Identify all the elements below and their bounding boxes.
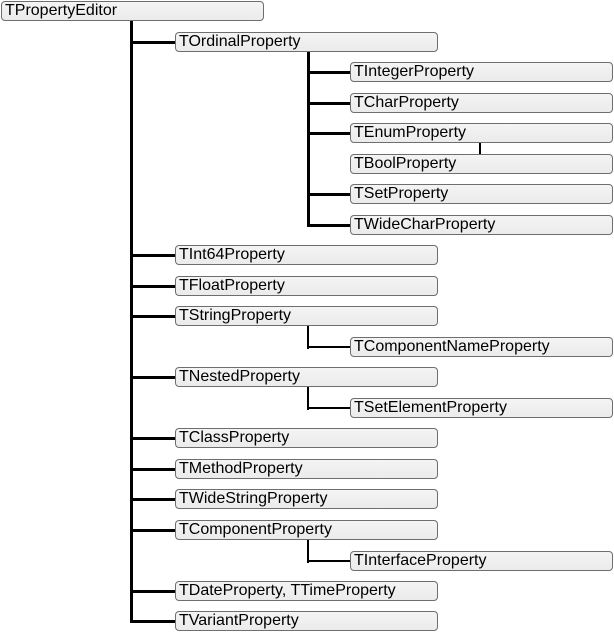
branch-line-float (130, 285, 176, 288)
branch-line-interface (307, 560, 351, 562)
branch-line-class (130, 437, 176, 440)
trunk-line-nested (307, 386, 309, 410)
node-tcharproperty: TCharProperty (350, 93, 613, 113)
branch-line-integer (307, 71, 351, 74)
branch-line-string (130, 315, 176, 318)
connector-enum-bool (479, 142, 481, 155)
branch-line-widestring (130, 498, 176, 501)
branch-line-char (307, 102, 351, 105)
node-tint64property: TInt64Property (175, 245, 438, 265)
node-tclassproperty: TClassProperty (175, 428, 438, 448)
node-tvariantproperty: TVariantProperty (175, 611, 438, 631)
node-tordinalproperty: TOrdinalProperty (175, 32, 438, 52)
node-tsetproperty: TSetProperty (350, 184, 613, 204)
node-tfloatproperty: TFloatProperty (175, 276, 438, 296)
node-tmethodproperty: TMethodProperty (175, 459, 438, 479)
node-tboolproperty: TBoolProperty (350, 154, 613, 174)
node-tintegerproperty: TIntegerProperty (350, 62, 613, 82)
trunk-line-string (307, 325, 309, 349)
branch-line-ordinal (130, 41, 176, 44)
branch-line-nested (130, 376, 176, 379)
trunk-line-component (307, 539, 309, 563)
branch-line-component (130, 529, 176, 532)
branch-line-datetime (130, 590, 176, 593)
branch-line-method (130, 468, 176, 471)
node-tcomponentnameproperty: TComponentNameProperty (350, 337, 613, 357)
node-tinterfaceproperty: TInterfaceProperty (350, 551, 613, 571)
branch-line-enum (307, 132, 351, 135)
node-twidecharproperty: TWideCharProperty (350, 215, 613, 235)
node-tsetelementproperty: TSetElementProperty (350, 398, 613, 418)
node-tenumproperty: TEnumProperty (350, 123, 613, 143)
node-tnestedproperty: TNestedProperty (175, 367, 438, 387)
node-tcomponentproperty: TComponentProperty (175, 520, 438, 540)
node-tdateproperty-ttimeproperty: TDateProperty, TTimeProperty (175, 581, 438, 601)
trunk-line-ordinal (307, 50, 310, 227)
branch-line-setelement (307, 407, 351, 409)
trunk-line-root (130, 20, 133, 623)
branch-line-widechar (307, 224, 351, 227)
node-tpropertyeditor: TPropertyEditor (1, 1, 264, 21)
node-twidestringproperty: TWideStringProperty (175, 489, 438, 509)
branch-line-variant (130, 620, 176, 623)
branch-line-componentname (307, 346, 351, 348)
branch-line-set (307, 193, 351, 196)
branch-line-int64 (130, 254, 176, 257)
node-tstringproperty: TStringProperty (175, 306, 438, 326)
